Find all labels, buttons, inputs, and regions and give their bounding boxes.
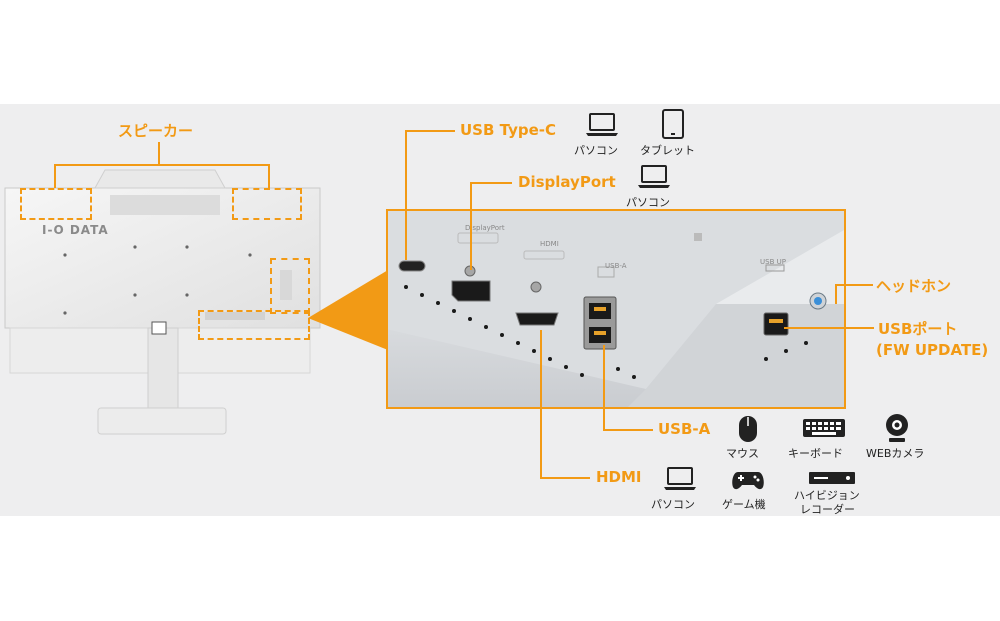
bottom-port-box: [198, 310, 310, 340]
hdmi-label: HDMI: [596, 468, 642, 486]
laptop-icon: [664, 467, 696, 490]
usbc-device-tablet: タブレット: [640, 144, 695, 157]
usba-line-v: [603, 345, 605, 430]
laptop-icon: [638, 165, 670, 188]
recorder-icon: [809, 472, 855, 484]
hdmi-line-h: [540, 477, 590, 479]
dp-line-h: [470, 182, 512, 184]
usb-a-label: USB-A: [658, 420, 711, 438]
dp-line-v: [470, 182, 472, 270]
fw-update-label: (FW UPDATE): [876, 341, 989, 359]
speaker-right-box: [232, 188, 302, 220]
headphone-label: ヘッドホン: [876, 277, 952, 295]
speaker-label: スピーカー: [118, 122, 194, 140]
webcam-icon: [886, 414, 908, 442]
usb-port-label: USBポート: [878, 320, 958, 338]
panel-label-usb-a: USB-A: [605, 262, 627, 270]
hdmi-device-game: ゲーム機: [722, 498, 766, 511]
side-port-box: [270, 258, 310, 314]
usba-device-webcam: WEBカメラ: [866, 447, 925, 460]
zoom-wedge: [308, 270, 388, 350]
brand-logo: I-O DATA: [42, 223, 109, 237]
headphone-line-v: [835, 284, 837, 304]
usbport-line-h: [784, 327, 874, 329]
headphone-line-h: [835, 284, 873, 286]
laptop-icon: [586, 113, 618, 136]
speaker-line: [158, 142, 160, 164]
usbc-device-pc: パソコン: [574, 144, 618, 157]
usbc-line-v: [405, 130, 407, 260]
panel-label-displayport: DisplayPort: [465, 224, 505, 232]
speaker-bracket-left: [54, 164, 56, 188]
speaker-bracket-h: [54, 164, 270, 166]
panel-label-hdmi: HDMI: [540, 240, 559, 248]
usba-device-keyboard: キーボード: [788, 447, 843, 460]
usba-line-h: [603, 429, 653, 431]
displayport-label: DisplayPort: [518, 173, 616, 191]
mouse-icon: [739, 416, 757, 442]
monitor-back-image: [4, 169, 321, 435]
hdmi-device-hdrecorder-2: レコーダー: [800, 503, 855, 516]
keyboard-icon: [803, 419, 845, 437]
usbc-line-h: [405, 130, 455, 132]
hdmi-line-v: [540, 330, 542, 478]
panel-label-usb-up: USB UP: [760, 258, 786, 266]
hdmi-device-hdrecorder-1: ハイビジョン: [794, 489, 860, 502]
speaker-bracket-right: [268, 164, 270, 188]
usba-device-mouse: マウス: [726, 447, 759, 460]
tablet-icon: [662, 109, 684, 139]
port-closeup-panel: [386, 209, 846, 409]
usb-type-c-label: USB Type-C: [460, 121, 557, 139]
speaker-left-box: [20, 188, 92, 220]
dp-device-pc: パソコン: [626, 196, 670, 209]
hdmi-device-pc: パソコン: [651, 498, 695, 511]
gamepad-icon: [732, 472, 764, 490]
